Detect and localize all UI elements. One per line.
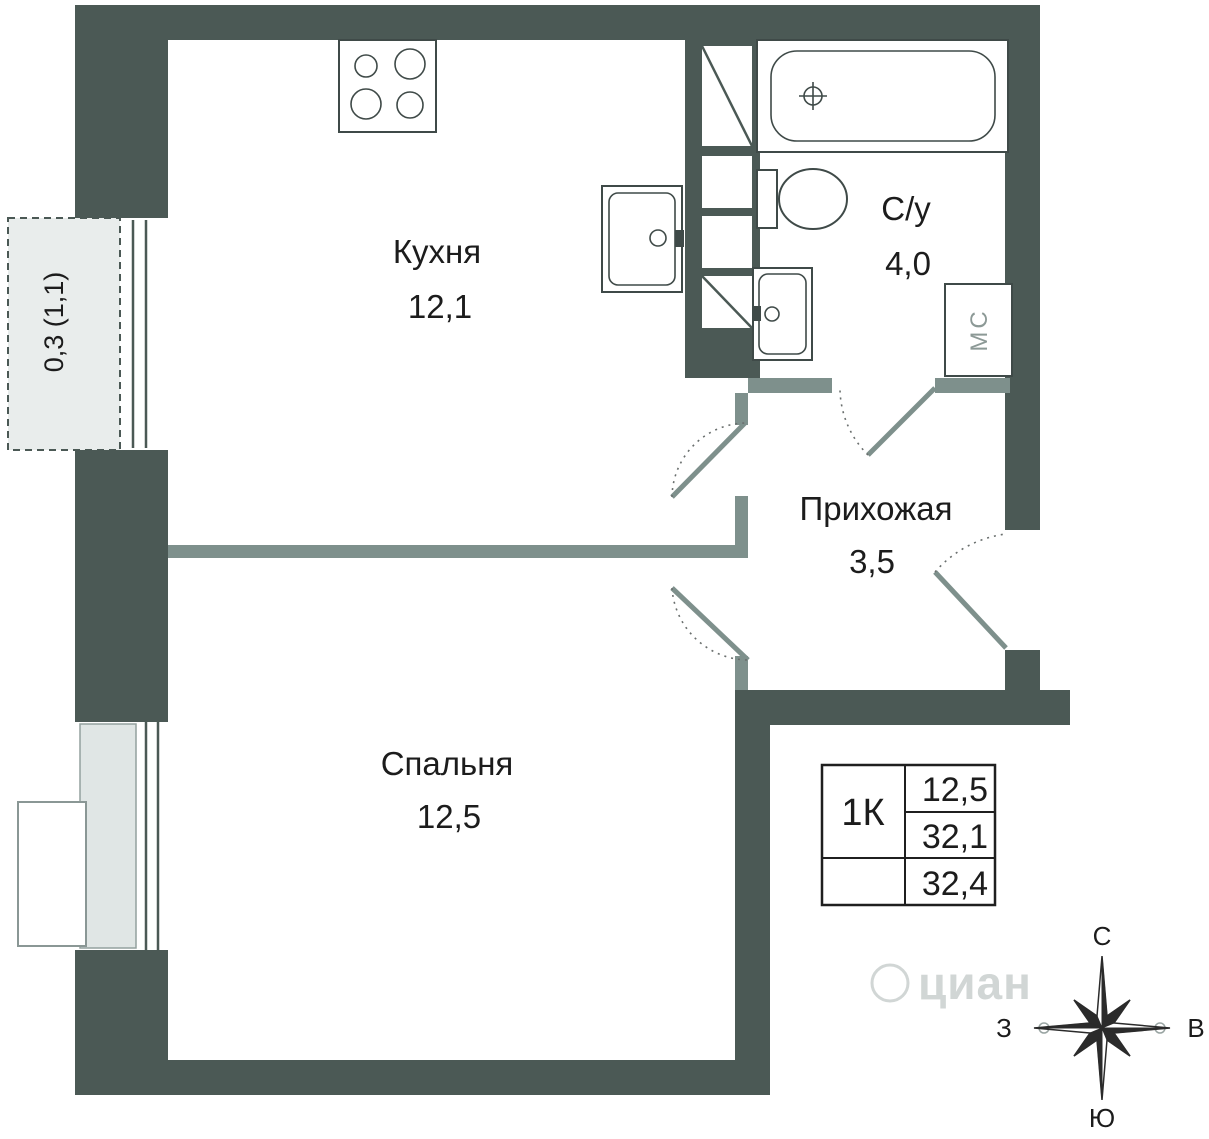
bathtub bbox=[756, 39, 1009, 153]
toilet-tank bbox=[756, 169, 778, 229]
watermark-text: циан bbox=[918, 957, 1032, 1009]
toilet-bowl bbox=[778, 168, 848, 230]
balcony-outline bbox=[7, 217, 121, 451]
duct-cutout bbox=[702, 216, 752, 268]
stove-body bbox=[338, 39, 437, 133]
room-label-bathroom: С/у 4,0 bbox=[881, 190, 931, 282]
stove-burner bbox=[394, 48, 426, 80]
bathroom-door-leaf bbox=[866, 386, 937, 457]
bathroom-name: С/у bbox=[881, 190, 931, 227]
bedroom-door-swing bbox=[671, 587, 749, 661]
doors bbox=[670, 386, 1008, 662]
window-sill bbox=[79, 723, 137, 949]
living-area-value: 12,5 bbox=[922, 771, 988, 809]
exterior-walls bbox=[75, 5, 1070, 1095]
stove bbox=[338, 39, 437, 133]
compass-south-label: Ю bbox=[1089, 1103, 1115, 1133]
compass-north-label: С bbox=[1093, 921, 1112, 951]
interior-walls bbox=[168, 378, 1010, 690]
apartment-area-value: 32,1 bbox=[922, 818, 988, 856]
wall-left-lower bbox=[75, 950, 168, 1062]
washing-machine-body bbox=[944, 283, 1013, 377]
wall-bedroom-right bbox=[735, 690, 770, 1095]
info-table: 1К 12,5 32,1 32,4 bbox=[820, 763, 997, 907]
wall-entrance-jamb bbox=[1005, 650, 1040, 692]
washing-machine-label: МС bbox=[966, 308, 993, 351]
wall-top bbox=[75, 5, 1040, 40]
hallway-area: 3,5 bbox=[849, 543, 895, 580]
compass: С Ю З В bbox=[996, 921, 1205, 1133]
wall-stub-below-kitchen-door bbox=[735, 496, 748, 558]
kitchen-area: 12,1 bbox=[408, 288, 472, 325]
total-area-value: 32,4 bbox=[922, 865, 988, 903]
faucet-icon bbox=[753, 306, 761, 321]
duct-diagonal bbox=[701, 275, 753, 329]
sink-drain bbox=[649, 229, 667, 247]
washing-machine: МС bbox=[944, 283, 1013, 377]
bedroom-area: 12,5 bbox=[417, 798, 481, 835]
kitchen-door-leaf bbox=[670, 421, 747, 499]
bedroom-window bbox=[17, 722, 160, 950]
bathtub-basin bbox=[770, 50, 996, 142]
wall-hallway-bottom bbox=[735, 690, 1070, 725]
sink-body bbox=[601, 185, 683, 293]
wall-bottom bbox=[75, 1060, 770, 1095]
balcony: 0,3 (1,1) bbox=[7, 217, 148, 451]
wall-left-upper bbox=[75, 40, 168, 218]
entrance-door-swing bbox=[934, 533, 1007, 573]
duct-cutout bbox=[702, 156, 752, 208]
bathroom-sink bbox=[752, 267, 813, 361]
wall-stub-above-kitchen-door bbox=[735, 393, 748, 425]
apartment-type: 1К bbox=[841, 792, 884, 834]
hallway-name: Прихожая bbox=[800, 490, 953, 527]
exterior-ledge bbox=[17, 801, 87, 947]
kitchen-door-swing bbox=[671, 422, 746, 498]
wall-right bbox=[1005, 5, 1040, 530]
compass-east-label: В bbox=[1187, 1013, 1204, 1043]
bathtub-body bbox=[756, 39, 1009, 153]
balcony-label: 0,3 (1,1) bbox=[39, 272, 69, 373]
compass-west-label: З bbox=[996, 1013, 1012, 1043]
wall-left-middle bbox=[75, 450, 168, 722]
wall-bathroom-bottom-right bbox=[935, 378, 1010, 393]
bathroom-door-swing bbox=[839, 389, 869, 456]
kitchen-sink bbox=[601, 185, 684, 293]
duct-shaft bbox=[685, 40, 760, 378]
faucet-icon bbox=[675, 230, 684, 247]
compass-nw-ray bbox=[1073, 999, 1103, 1029]
stove-burner bbox=[350, 88, 382, 120]
bathroom-area: 4,0 bbox=[885, 245, 931, 282]
bedroom-name: Спальня bbox=[381, 745, 514, 782]
wall-stub-below-bedroom-door bbox=[735, 656, 748, 690]
kitchen-name: Кухня bbox=[393, 233, 481, 270]
stove-burner bbox=[354, 54, 378, 78]
watermark-logo-icon bbox=[870, 963, 910, 1003]
entrance-door-leaf bbox=[933, 570, 1008, 650]
wall-kitchen-bedroom-divider bbox=[168, 545, 748, 558]
info-table-border bbox=[820, 763, 997, 907]
sink-drain bbox=[764, 306, 780, 322]
room-label-kitchen: Кухня 12,1 bbox=[393, 233, 481, 325]
bedroom-door-leaf bbox=[670, 586, 750, 662]
stove-burner bbox=[396, 91, 424, 119]
toilet bbox=[756, 168, 848, 230]
wall-bathroom-bottom-left bbox=[748, 378, 832, 393]
room-label-hallway: Прихожая 3,5 bbox=[800, 490, 953, 580]
duct-diagonal bbox=[700, 45, 754, 147]
room-label-bedroom: Спальня 12,5 bbox=[381, 745, 514, 835]
watermark: циан bbox=[870, 957, 1032, 1009]
sink-body bbox=[752, 267, 813, 361]
